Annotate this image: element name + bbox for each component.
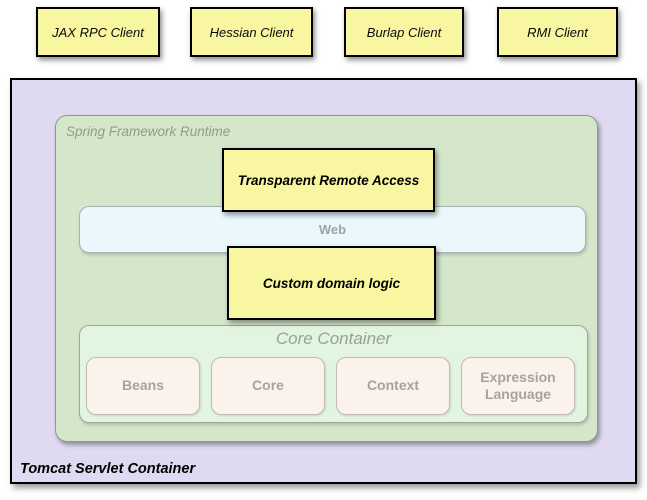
client-box-label: RMI Client <box>527 24 588 40</box>
core-container-label: Core Container <box>275 329 392 348</box>
custom-domain-logic-box: Custom domain logic <box>227 246 436 320</box>
module-label: Context <box>366 377 420 394</box>
module-core: Core <box>211 357 325 415</box>
transparent-remote-access-box: Transparent Remote Access <box>222 148 435 212</box>
web-layer-label: Web <box>318 222 347 237</box>
client-box-burlap: Burlap Client <box>344 7 464 57</box>
module-expression-language: Expression Language <box>461 357 575 415</box>
transparent-remote-access-label: Transparent Remote Access <box>237 172 420 188</box>
client-box-label: Hessian Client <box>209 24 294 40</box>
spring-framework-runtime-label: Spring Framework Runtime <box>66 124 231 139</box>
module-context: Context <box>336 357 450 415</box>
client-box-jax-rpc: JAX RPC Client <box>36 7 160 57</box>
tomcat-servlet-container-label: Tomcat Servlet Container <box>20 461 196 477</box>
client-box-label: JAX RPC Client <box>52 24 144 40</box>
client-box-label: Burlap Client <box>366 24 442 40</box>
client-box-rmi: RMI Client <box>497 7 618 57</box>
tomcat-servlet-container: Spring Framework Runtime Web Transparent… <box>10 78 637 484</box>
client-box-hessian: Hessian Client <box>190 7 313 57</box>
module-label: Expression Language <box>480 368 556 403</box>
module-label: Core <box>252 377 284 394</box>
core-module-row: Beans Core Context Expression Language <box>86 357 575 415</box>
custom-domain-logic-label: Custom domain logic <box>262 275 401 291</box>
module-beans: Beans <box>86 357 200 415</box>
module-label: Beans <box>121 377 165 394</box>
core-container: Core Container Beans Core Context Expres… <box>79 325 588 423</box>
spring-framework-runtime: Spring Framework Runtime Web Transparent… <box>55 115 598 442</box>
